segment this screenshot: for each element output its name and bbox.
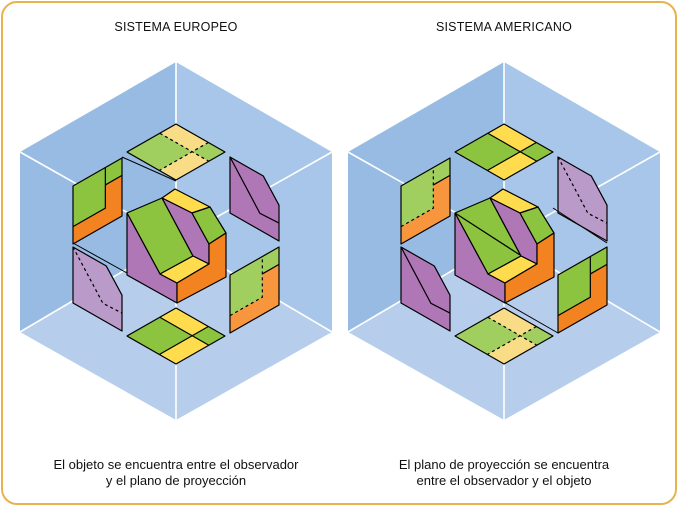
purple-face: [72, 246, 123, 332]
inner-edge: [590, 263, 608, 275]
hidden-edge: [454, 212, 521, 256]
green-region: [401, 167, 434, 227]
green-region: [590, 247, 607, 274]
top-view: [126, 123, 226, 181]
inner-edge: [557, 256, 591, 317]
european-caption-line1: El objeto se encuentra entre el observad…: [53, 457, 299, 472]
outline: [557, 246, 608, 334]
inner-edge: [400, 167, 434, 228]
bottom-view: [454, 307, 554, 365]
right-upper-view: [557, 156, 608, 242]
green-region: [73, 167, 106, 227]
european-caption-line2: y el plano de proyección: [105, 473, 247, 488]
european-title: SISTEMA EUROPEO: [114, 20, 238, 34]
green-region: [105, 158, 122, 185]
outline: [72, 157, 123, 245]
right-lower-view: [229, 246, 280, 334]
bottom-view: [126, 307, 226, 365]
green-region: [230, 256, 263, 316]
inner-edge: [487, 141, 537, 172]
right-face: [504, 232, 555, 304]
inner-edge: [400, 246, 451, 314]
inner-edge: [229, 256, 263, 317]
yellow-region: [159, 151, 209, 180]
outline: [454, 307, 554, 365]
european-caption: El objeto se encuentra entre el observad…: [6, 457, 346, 489]
purple-face: [400, 246, 451, 332]
right-upper-view: [229, 156, 280, 242]
inner-edge: [159, 325, 209, 356]
orange-region: [558, 264, 607, 333]
american-caption-line1: El plano de proyección se encuentra: [398, 457, 610, 472]
right-face: [176, 232, 227, 304]
american-system: [347, 62, 661, 420]
isometric-object: [126, 188, 227, 304]
green-region: [433, 158, 450, 185]
european-system: [19, 62, 333, 420]
orange-region: [73, 175, 122, 244]
yellow-region: [159, 335, 209, 364]
inner-edge: [433, 174, 451, 186]
outline: [126, 123, 226, 181]
yellow-region: [487, 124, 537, 152]
inner-edge: [262, 263, 280, 275]
yellow-region: [487, 335, 537, 364]
inner-edge: [229, 156, 280, 224]
orange-region: [401, 175, 450, 244]
frame-border: [1, 1, 677, 505]
inner-edge: [557, 156, 608, 224]
left-upper-view: [72, 157, 123, 245]
green-region: [262, 247, 279, 274]
yellow-region: [159, 124, 209, 152]
outline: [126, 307, 226, 365]
inner-edge: [72, 167, 106, 228]
inner-edge: [105, 174, 123, 186]
yellow-region: [487, 308, 537, 336]
inner-edge: [159, 316, 210, 346]
fold-line: [503, 301, 559, 334]
orange-region: [230, 264, 279, 333]
inner-edge: [72, 246, 123, 314]
left-lower-view: [400, 246, 451, 332]
fold-line: [552, 207, 608, 244]
right-lower-view: [557, 246, 608, 334]
left-upper-view: [400, 157, 451, 245]
isometric-object: [454, 188, 555, 304]
american-title: SISTEMA AMERICANO: [435, 20, 573, 34]
outline: [229, 246, 280, 334]
inner-edge: [487, 132, 538, 162]
american-caption: El plano de proyección se encuentra entr…: [334, 457, 674, 489]
top-view: [454, 123, 554, 181]
fold-line: [72, 242, 128, 274]
green-region: [558, 256, 591, 316]
yellow-region: [487, 151, 537, 180]
outline: [400, 157, 451, 245]
left-lower-view: [72, 246, 123, 332]
american-caption-line2: entre el observador y el objeto: [416, 473, 592, 488]
fold-line: [121, 156, 177, 182]
yellow-region: [159, 308, 209, 336]
outline: [454, 123, 554, 181]
